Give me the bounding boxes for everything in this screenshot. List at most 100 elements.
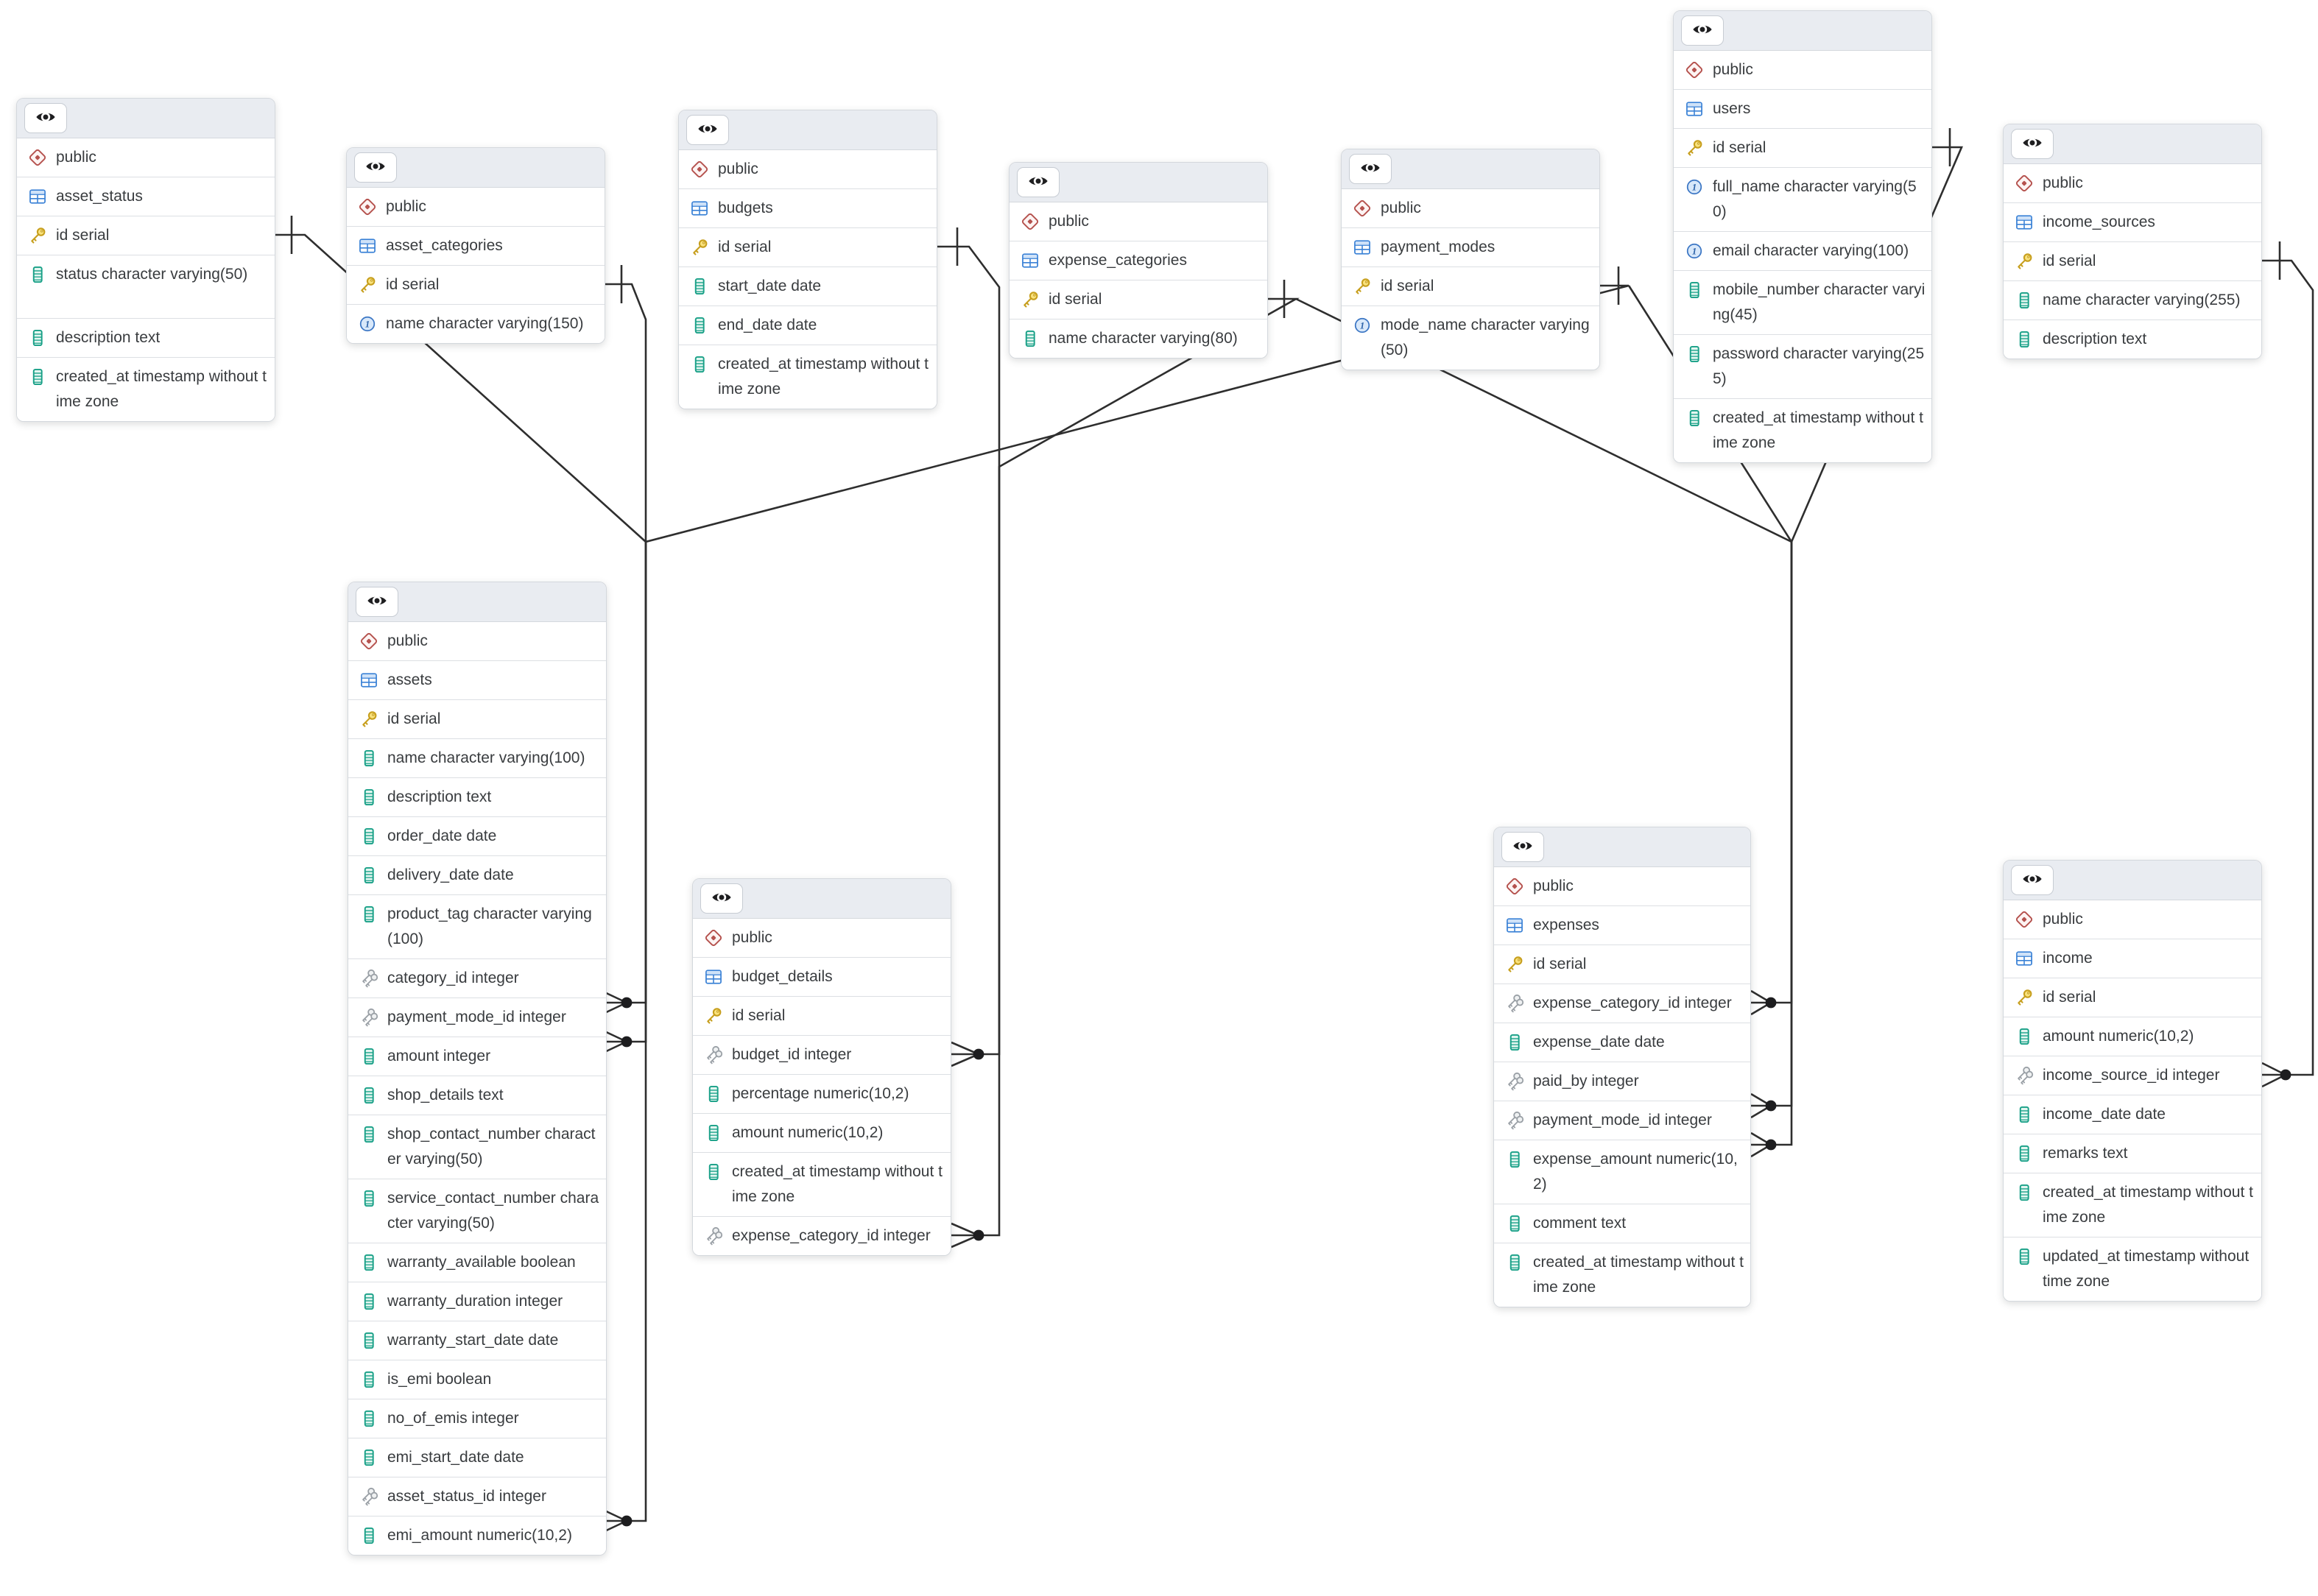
column-row: mobile_number character varying(45) <box>1674 271 1931 335</box>
column-icon <box>359 1124 379 1145</box>
column-row: id serial <box>2004 242 2261 281</box>
column-row-label: name character varying(80) <box>1049 330 1238 347</box>
column-icon <box>689 354 710 375</box>
double-key-icon <box>359 968 379 989</box>
column-row-label: description text <box>56 329 161 346</box>
column-icon <box>1504 1149 1525 1170</box>
column-row: payment_mode_id integer <box>1494 1101 1750 1140</box>
column-icon <box>359 826 379 847</box>
column-row-label: percentage numeric(10,2) <box>732 1085 909 1102</box>
schema-row-label: public <box>56 149 96 166</box>
view-data-button[interactable] <box>1501 832 1544 862</box>
column-row-label: service_contact_number character varying… <box>387 1190 599 1232</box>
table-grid-icon <box>1504 915 1525 936</box>
schema-row: public <box>693 919 951 958</box>
view-data-button[interactable] <box>354 152 397 183</box>
column-row-label: warranty_start_date date <box>387 1332 559 1349</box>
column-row-label: amount numeric(10,2) <box>2043 1028 2194 1045</box>
column-icon <box>1504 1032 1525 1053</box>
column-row: emi_amount numeric(10,2) <box>348 1516 606 1555</box>
svg-text:1: 1 <box>1692 183 1697 193</box>
eye-icon <box>1691 18 1713 43</box>
view-data-button[interactable] <box>356 587 398 617</box>
view-data-button[interactable] <box>2011 129 2054 159</box>
table-header-income_sources <box>2004 124 2261 164</box>
column-row-label: is_emi boolean <box>387 1371 492 1388</box>
table-name-row-label: payment_modes <box>1381 239 1496 255</box>
column-row-label: amount integer <box>387 1048 491 1064</box>
eye-icon <box>1512 835 1534 859</box>
svg-text:1: 1 <box>365 319 370 330</box>
column-icon <box>1504 1213 1525 1234</box>
column-icon <box>703 1084 724 1104</box>
key-icon <box>1020 289 1040 310</box>
view-data-button[interactable] <box>1017 167 1060 197</box>
view-data-button[interactable] <box>686 115 729 145</box>
edge-budget_details.expense_category_id-to-expense_categories.id <box>951 280 1300 1249</box>
column-icon <box>689 315 710 336</box>
many-cardinality-dot <box>1765 997 1777 1009</box>
column-row: created_at timestamp without time zone <box>2004 1173 2261 1237</box>
column-row: expense_date date <box>1494 1023 1750 1062</box>
table-grid-icon <box>1020 250 1040 271</box>
svg-text:1: 1 <box>1692 247 1697 257</box>
schema-row: public <box>2004 900 2261 939</box>
table-name-row-label: assets <box>387 671 432 688</box>
many-cardinality-dot <box>621 1515 633 1527</box>
table-grid-icon <box>1352 237 1373 258</box>
column-row: password character varying(255) <box>1674 335 1931 399</box>
column-row: description text <box>2004 320 2261 359</box>
view-data-button[interactable] <box>2011 865 2054 895</box>
view-data-button[interactable] <box>24 103 67 133</box>
column-row-label: created_at timestamp without time zone <box>718 356 929 398</box>
view-data-button[interactable] <box>700 883 743 914</box>
table-grid-icon <box>703 967 724 987</box>
eye-icon <box>1359 157 1381 181</box>
table-header-expenses <box>1494 827 1750 867</box>
table-grid-icon <box>27 186 48 207</box>
column-row-label: status character varying(50) <box>56 266 248 283</box>
table-name-row-label: income_sources <box>2043 213 2155 230</box>
double-key-icon <box>1504 1110 1525 1131</box>
column-icon <box>27 264 48 285</box>
view-data-button[interactable] <box>1349 154 1392 184</box>
column-row: description text <box>348 778 606 817</box>
column-row-label: product_tag character varying(100) <box>387 905 592 947</box>
column-icon <box>27 367 48 387</box>
column-row: budget_id integer <box>693 1036 951 1075</box>
column-row: start_date date <box>679 267 937 306</box>
table-name-row-label: expense_categories <box>1049 252 1187 269</box>
schema-row-label: public <box>732 929 772 946</box>
column-row: id serial <box>1342 267 1599 306</box>
column-row: income_source_id integer <box>2004 1056 2261 1095</box>
eye-icon <box>366 590 388 614</box>
column-row-label: id serial <box>56 227 110 244</box>
column-row-label: name character varying(150) <box>386 315 584 332</box>
schema-diamond-icon <box>1684 60 1705 80</box>
table-header-expense_categories <box>1010 163 1267 202</box>
double-key-icon <box>359 1486 379 1507</box>
table-name-row-label: asset_categories <box>386 237 503 254</box>
column-row-label: id serial <box>1381 278 1434 294</box>
column-icon <box>2014 1246 2035 1267</box>
column-row-label: expense_date date <box>1533 1034 1665 1051</box>
column-icon <box>2014 1026 2035 1047</box>
view-data-button[interactable] <box>1681 15 1724 46</box>
schema-diamond-icon <box>1020 211 1040 232</box>
column-row: paid_by integer <box>1494 1062 1750 1101</box>
column-row: amount numeric(10,2) <box>2004 1017 2261 1056</box>
